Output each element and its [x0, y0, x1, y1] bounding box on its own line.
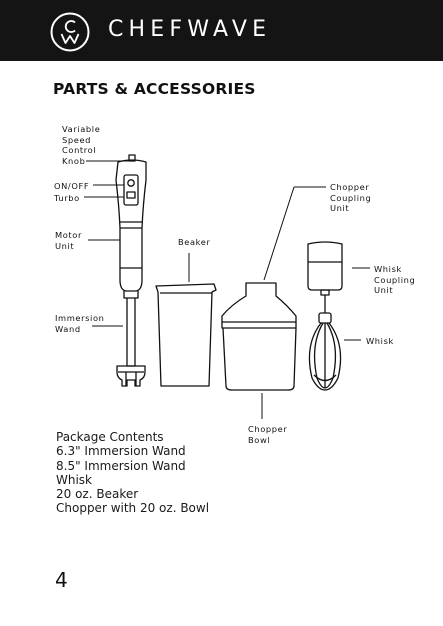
whisk-coupling-illustration — [307, 241, 343, 296]
label-whisk: Whisk — [366, 336, 394, 346]
label-on-off: ON/OFF — [54, 181, 90, 191]
chopper-illustration — [221, 282, 297, 391]
brand-name: CHEFWAVE — [108, 17, 272, 42]
header-bar: CHEFWAVE — [0, 0, 443, 61]
package-contents: Package Contents 6.3" Immersion Wand 8.5… — [56, 430, 209, 516]
label-chopper-bowl: Chopper Bowl — [248, 424, 288, 445]
page-number: 4 — [55, 568, 68, 592]
package-contents-heading: Package Contents — [56, 430, 164, 444]
label-variable-speed-knob: Variable Speed Control Knob — [62, 124, 101, 166]
label-whisk-coupling-unit: Whisk Coupling Unit — [374, 264, 416, 296]
label-immersion-wand: Immersion Wand — [55, 313, 105, 334]
label-chopper-coupling-unit: Chopper Coupling Unit — [330, 182, 372, 214]
package-item: 6.3" Immersion Wand — [56, 444, 186, 459]
motor-unit-illustration — [115, 154, 147, 292]
whisk-illustration — [308, 295, 342, 391]
beaker-illustration — [155, 283, 217, 387]
package-item: 20 oz. Beaker — [56, 487, 139, 502]
section-title: PARTS & ACCESSORIES — [53, 80, 256, 98]
label-turbo: Turbo — [54, 193, 80, 203]
label-beaker: Beaker — [178, 237, 211, 247]
package-item: Chopper with 20 oz. Bowl — [56, 501, 210, 516]
immersion-wand-illustration — [116, 291, 146, 387]
package-item: Whisk — [56, 472, 93, 487]
label-motor-unit: Motor Unit — [55, 230, 82, 251]
chefwave-logo-icon — [50, 12, 90, 52]
package-item: 8.5" Immersion Wand — [56, 458, 186, 473]
